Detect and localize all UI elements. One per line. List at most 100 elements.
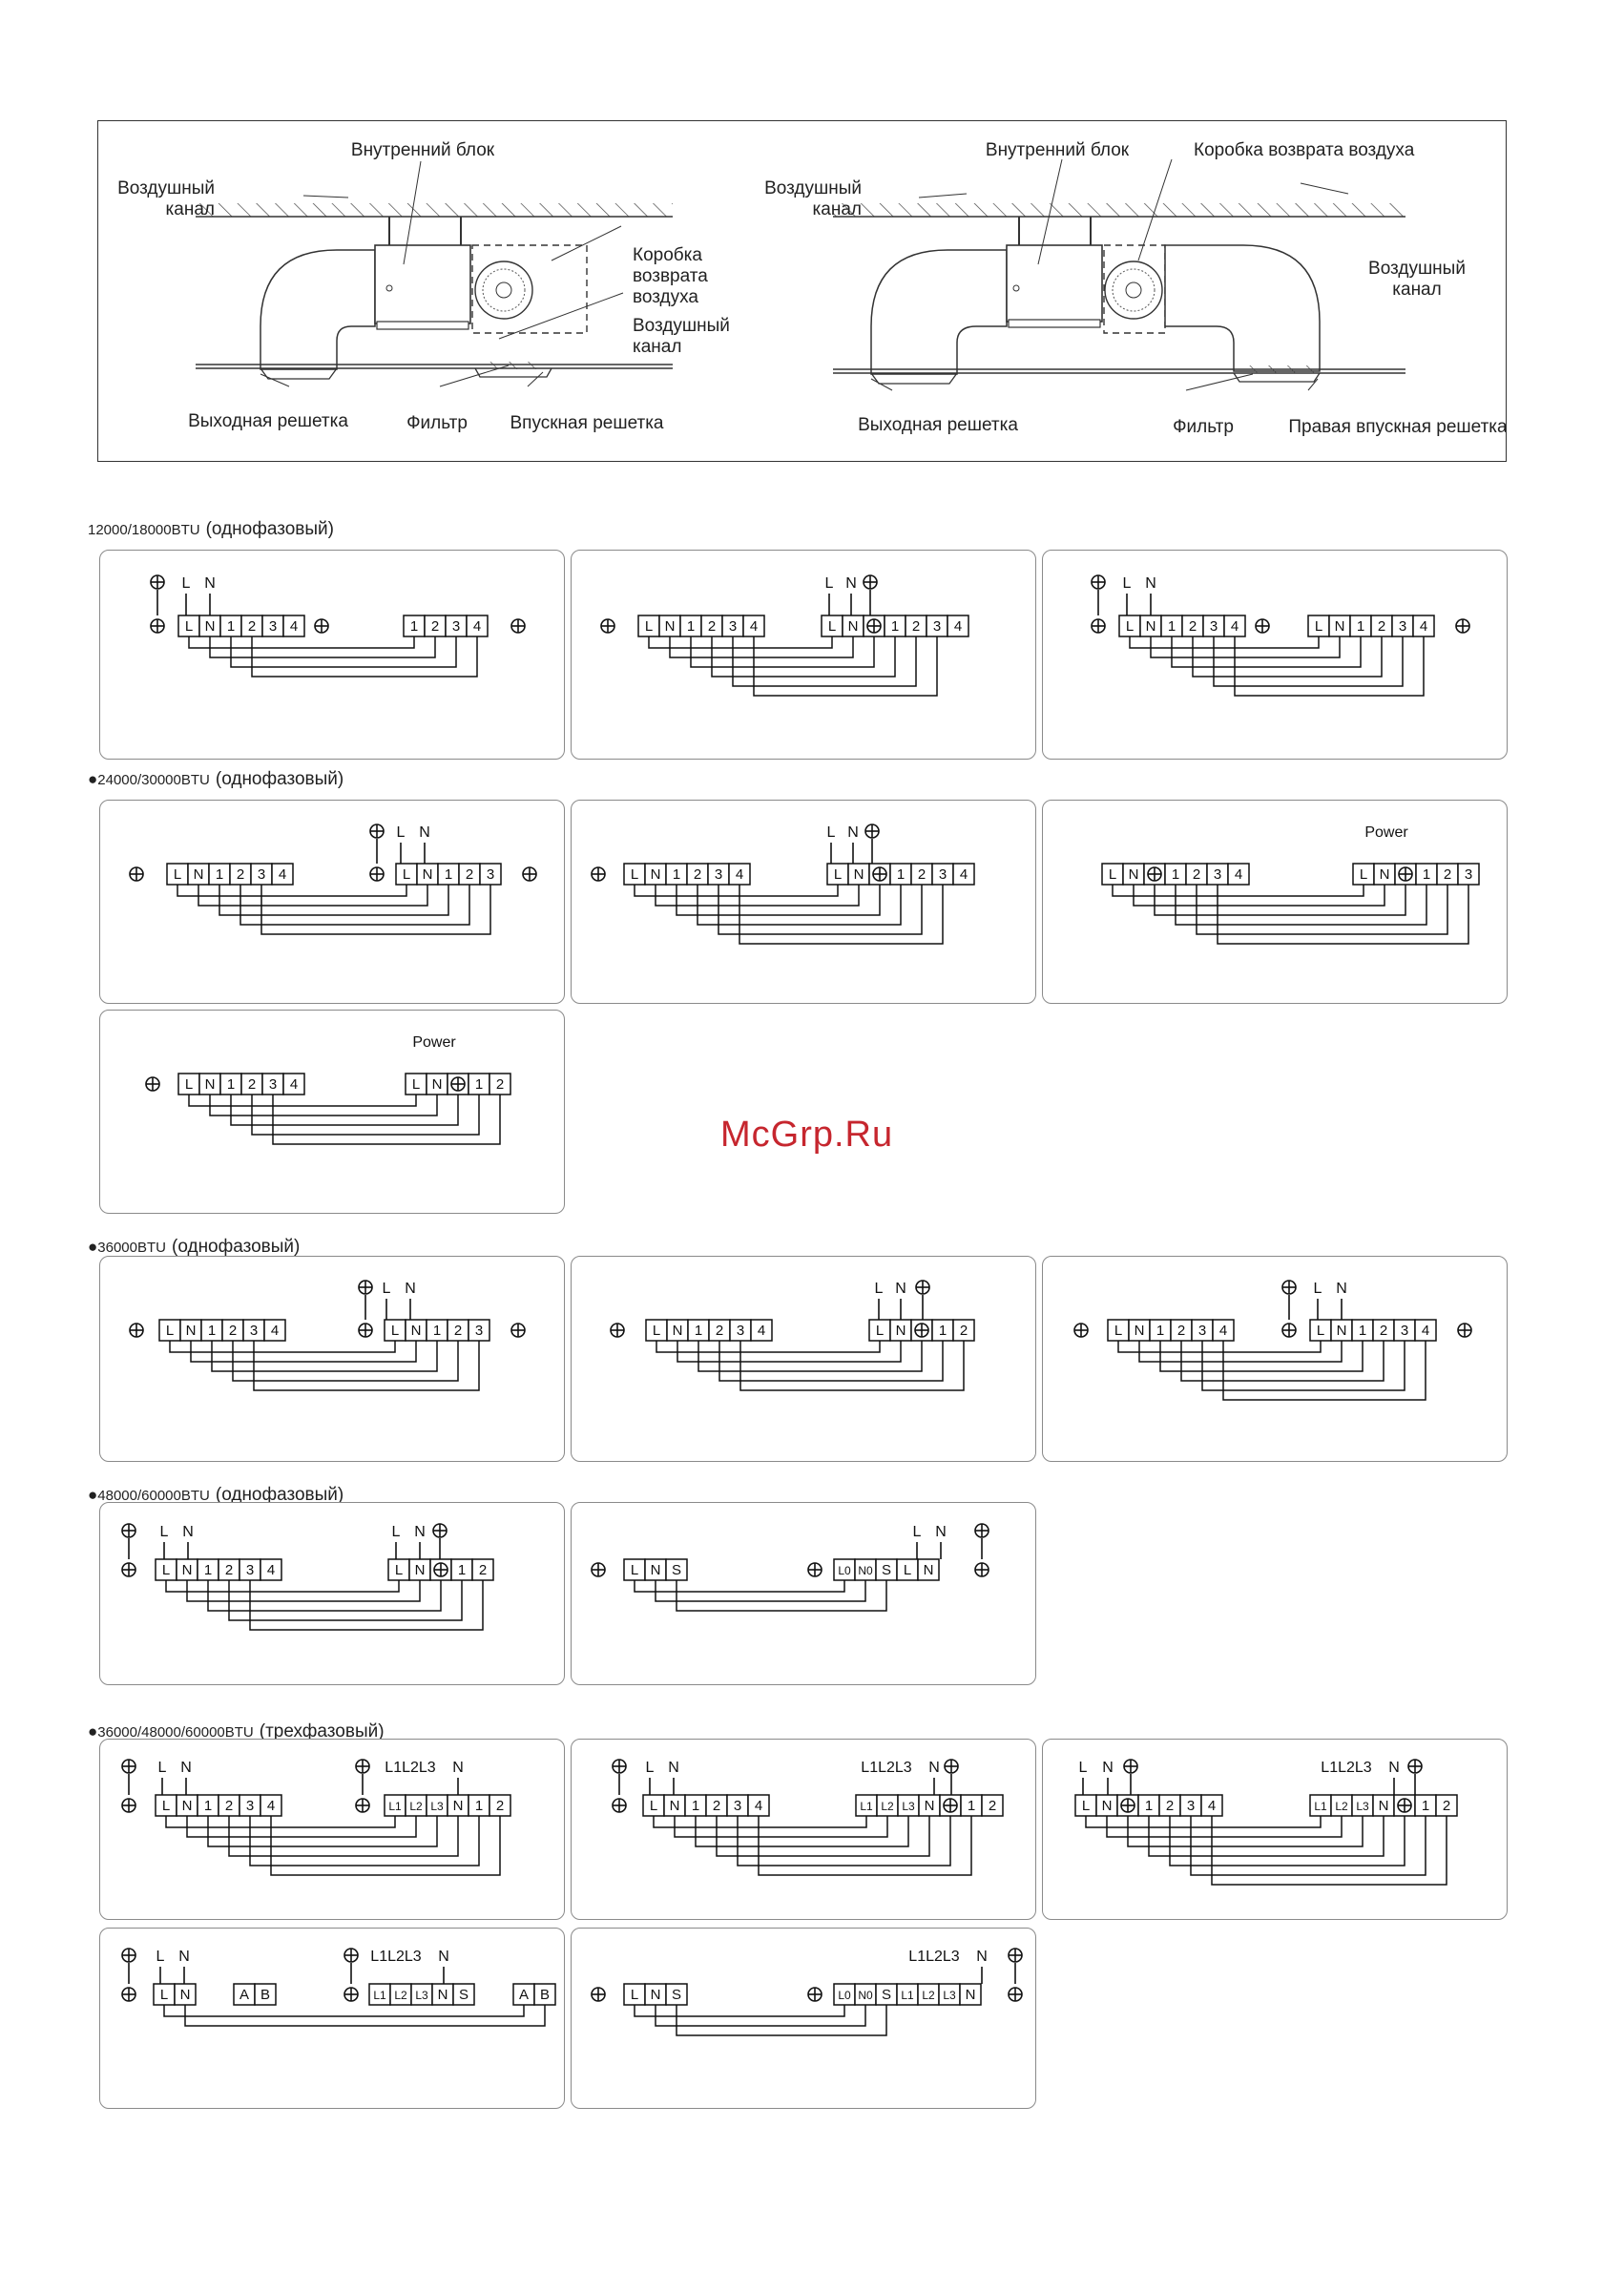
terminal-label: 4 xyxy=(1420,618,1427,635)
connection-wire xyxy=(669,636,854,658)
ground-icon xyxy=(129,866,144,882)
terminal-label: A xyxy=(239,1987,249,2003)
terminal-top-label: Power xyxy=(412,1034,456,1051)
ground-icon xyxy=(432,1523,448,1538)
terminal-label: 2 xyxy=(912,618,920,635)
terminal-label: 3 xyxy=(737,1323,744,1339)
terminal-top-label: L xyxy=(1314,1281,1322,1297)
terminal-label: 3 xyxy=(1210,618,1218,635)
terminal-label: 1 xyxy=(695,1323,702,1339)
inlet-grille-right xyxy=(1233,372,1321,383)
terminal-label: 1 xyxy=(939,1323,947,1339)
terminal-label: 2 xyxy=(713,1798,720,1814)
connection-wire xyxy=(1175,885,1427,926)
terminal-label: N xyxy=(415,1562,426,1578)
connection-wire xyxy=(249,1816,480,1866)
terminal-label: 4 xyxy=(1219,1323,1227,1339)
ground-icon xyxy=(1091,574,1106,590)
connection-wire xyxy=(186,1580,421,1602)
terminal-label: N xyxy=(1379,1798,1389,1814)
connection-wire xyxy=(211,1341,438,1372)
terminal-label: 4 xyxy=(473,618,481,635)
terminal-label: A xyxy=(519,1987,529,2003)
terminal-label: S xyxy=(882,1987,891,2003)
terminal-label: 3 xyxy=(1399,618,1406,635)
connection-wire xyxy=(251,636,478,678)
connection-wire xyxy=(190,1341,417,1363)
ground-icon xyxy=(121,1562,136,1577)
terminal-label: 4 xyxy=(758,1323,765,1339)
section-phase: (однофазовый) xyxy=(205,519,334,539)
connection-wire xyxy=(249,1580,484,1631)
terminal-label: L xyxy=(904,1562,911,1578)
filter-right xyxy=(1239,365,1316,373)
connection-wire xyxy=(1213,636,1404,687)
terminal-label: L xyxy=(185,618,193,635)
terminal-label: L xyxy=(1315,618,1322,635)
connection-wire xyxy=(732,636,917,687)
section-code: 48000/60000BTU xyxy=(97,1488,210,1504)
terminal-label: 1 xyxy=(208,1323,216,1339)
terminal-label: 1 xyxy=(1423,866,1430,883)
terminal-label: N xyxy=(180,1987,191,2003)
section-code: 36000/48000/60000BTU xyxy=(97,1724,254,1741)
ground-icon xyxy=(1120,1798,1135,1813)
ground-icon xyxy=(914,1323,929,1338)
terminal-label: 3 xyxy=(246,1562,254,1578)
terminal-label: 2 xyxy=(454,1323,462,1339)
terminal-label: 2 xyxy=(694,866,701,883)
ground-icon xyxy=(510,1323,526,1338)
terminal-top-label: N xyxy=(935,1524,947,1540)
connection-wire xyxy=(251,1095,480,1136)
terminal-top-label: L xyxy=(913,1524,922,1540)
terminal-label: S xyxy=(672,1562,681,1578)
terminal-top-label: L1L2L3 xyxy=(1321,1760,1371,1776)
terminal-label: N xyxy=(1135,1323,1145,1339)
connection-wire xyxy=(648,636,833,649)
ground-icon xyxy=(612,1798,627,1813)
connection-wire xyxy=(253,1341,480,1391)
terminal-label: 3 xyxy=(1465,866,1472,883)
terminal-top-label: L1L2L3 xyxy=(370,1949,421,1965)
terminal-label: 3 xyxy=(269,618,277,635)
terminal-label: 3 xyxy=(258,866,265,883)
section-code: 12000/18000BTU xyxy=(88,522,200,538)
connection-wire xyxy=(165,1580,400,1593)
connection-wire xyxy=(1129,636,1320,649)
label-air-duct-right-1: Воздушный xyxy=(633,316,730,336)
connection-wire xyxy=(655,2005,866,2027)
ground-icon xyxy=(121,1987,136,2002)
air-duct-right-left xyxy=(870,249,1008,375)
fan-left xyxy=(474,261,533,320)
terminal-label: L1 xyxy=(901,1989,914,2002)
connection-wire xyxy=(1234,636,1425,697)
terminal-top-label: N xyxy=(976,1949,988,1965)
terminal-label: 1 xyxy=(1422,1798,1429,1814)
connection-wire xyxy=(1148,1816,1385,1857)
terminal-label: 4 xyxy=(755,1798,762,1814)
connection-wire xyxy=(634,2005,845,2017)
connection-wire xyxy=(716,1816,930,1857)
terminal-label: 1 xyxy=(1168,618,1176,635)
terminal-label: L2 xyxy=(1335,1800,1348,1813)
terminal-label: N xyxy=(924,1562,934,1578)
terminal-top-label: N xyxy=(845,575,857,592)
terminal-label: L3 xyxy=(415,1989,428,2002)
connection-wire xyxy=(676,2005,887,2036)
terminal-label: 4 xyxy=(271,1323,279,1339)
